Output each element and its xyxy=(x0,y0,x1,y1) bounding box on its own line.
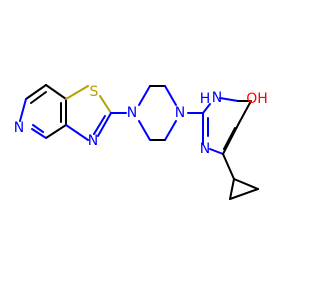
bond xyxy=(138,120,151,141)
bond xyxy=(25,84,47,100)
bond xyxy=(65,124,89,141)
fused-bicyclic-system xyxy=(19,84,112,141)
nitrogen-atom-label: N xyxy=(88,133,98,149)
bond xyxy=(164,85,177,106)
bond xyxy=(138,85,151,106)
nitrogen-atom-label: N xyxy=(127,105,137,121)
bond xyxy=(222,153,235,180)
bond xyxy=(229,188,259,200)
nitrogen-atom-label: N xyxy=(212,90,222,106)
bond xyxy=(32,124,44,133)
nitrogen-atom-label: N xyxy=(200,141,210,157)
bond xyxy=(233,178,259,190)
bond xyxy=(99,95,112,114)
bond xyxy=(223,127,236,150)
molecule-canvas: S N N N N H N OH N xyxy=(14,84,268,200)
bond xyxy=(229,178,235,200)
bond xyxy=(45,124,67,139)
piperazine-ring xyxy=(138,85,177,141)
bond xyxy=(30,91,47,104)
bond xyxy=(209,148,224,155)
nitrogen-atom-label: N xyxy=(175,105,185,121)
bond xyxy=(19,98,27,122)
bond xyxy=(93,115,106,135)
cyclopropyl-group xyxy=(222,153,259,200)
bond xyxy=(222,122,240,155)
sulfur-atom-label: S xyxy=(90,84,99,100)
bond xyxy=(31,128,47,139)
bond xyxy=(202,103,211,114)
bond xyxy=(97,112,112,137)
pyrimidine-ring xyxy=(202,97,252,155)
molecule-structure-diagram: S N N N N H N OH N xyxy=(14,84,268,200)
bond xyxy=(219,97,239,102)
bond xyxy=(45,84,67,100)
hydrogen-atom-label: H xyxy=(200,91,211,107)
bond xyxy=(164,120,177,141)
bond xyxy=(238,100,252,124)
hydroxyl-label: OH xyxy=(246,91,268,107)
nitrogen-atom-label: N xyxy=(14,120,24,136)
bond xyxy=(65,85,89,100)
